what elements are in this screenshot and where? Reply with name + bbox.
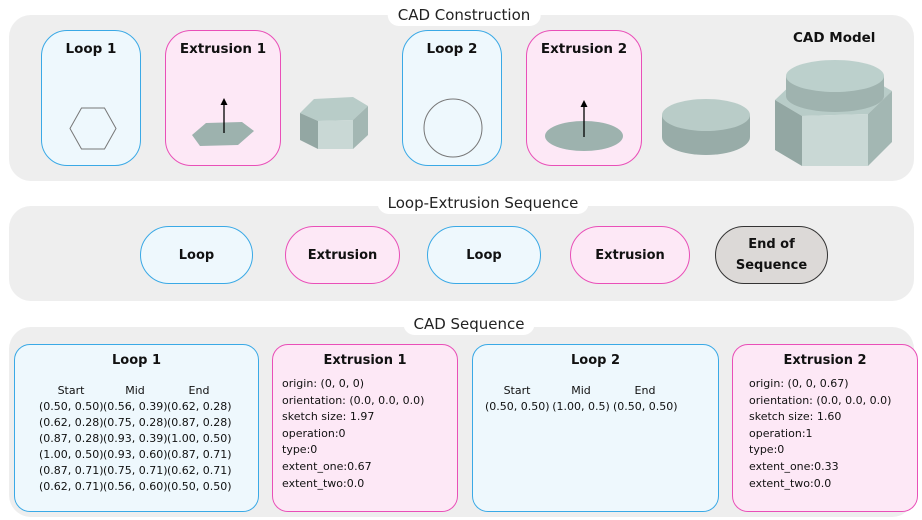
sequence-token-loop: Loop [427, 226, 541, 284]
param-operation: operation:1 [749, 426, 813, 440]
coord-mid: (0.56, 0.39) [103, 400, 168, 413]
hexagon-outline-icon [69, 107, 117, 150]
extrusion1-sequence-title: Extrusion 1 [323, 353, 407, 368]
mid-header: Mid [571, 384, 591, 397]
param-origin: origin: (0, 0, 0.67) [749, 377, 849, 390]
extrusion2-params: origin: (0, 0, 0.67) orientation: (0.0, … [749, 376, 891, 492]
coordinate-header-row: Start Mid End [485, 383, 677, 399]
token-label: Extrusion [307, 247, 378, 263]
cad-sequence-title: CAD Sequence [403, 313, 535, 335]
loop1-sequence-box: Loop 1 Start Mid End (0.50, 0.50) (0.56,… [14, 344, 259, 512]
param-type: type:0 [749, 443, 785, 457]
param-extent-one: extent_one:0.33 [749, 459, 839, 473]
param-origin: origin: (0, 0, 0) [282, 377, 365, 390]
coord-start: (0.50, 0.50) [39, 400, 104, 413]
cad-construction-title: CAD Construction [387, 4, 541, 26]
extrusion2-sequence-title: Extrusion 2 [783, 353, 867, 368]
param-sketch-size: sketch size: 1.97 [282, 410, 375, 424]
coordinate-header-row: Start Mid End [39, 383, 231, 399]
coord-start: (0.87, 0.71) [39, 464, 104, 477]
coord-start: (0.62, 0.28) [39, 416, 104, 429]
param-extent-two: extent_two:0.0 [282, 476, 365, 490]
param-orientation: orientation: (0.0, 0.0, 0.0) [749, 393, 892, 407]
mid-header: Mid [125, 384, 145, 397]
coord-end: (0.87, 0.28) [167, 416, 232, 429]
coord-end: (1.00, 0.50) [167, 432, 232, 445]
coord-end: (0.62, 0.71) [167, 464, 232, 477]
extrusion2-title: Extrusion 2 [540, 41, 628, 57]
coord-mid: (0.75, 0.28) [103, 416, 168, 429]
token-label: Extrusion [595, 247, 665, 263]
extrusion1-params: origin: (0, 0, 0) orientation: (0.0, 0.0… [282, 376, 424, 492]
token-label: Loop [466, 247, 502, 263]
loop1-sequence-title: Loop 1 [111, 353, 162, 368]
coord-end: (0.50, 0.50) [613, 400, 678, 413]
extrusion1-sequence-box: Extrusion 1 origin: (0, 0, 0) orientatio… [272, 344, 458, 512]
extrusion-arrow-icon [545, 100, 623, 151]
cylinder-icon [662, 99, 750, 155]
extrusion1-title: Extrusion 1 [179, 41, 267, 57]
start-header: Start [503, 384, 531, 397]
loop2-title: Loop 2 [426, 41, 478, 57]
param-orientation: orientation: (0.0, 0.0, 0.0) [282, 393, 425, 407]
coordinate-row: (0.62, 0.28) (0.75, 0.28) (0.87, 0.28) [39, 415, 232, 431]
param-operation: operation:0 [282, 426, 346, 440]
end-header: End [634, 384, 656, 397]
coordinate-row: (0.50, 0.50) (0.56, 0.39) (0.62, 0.28) [39, 399, 232, 415]
loop2-sequence-title: Loop 2 [570, 353, 621, 368]
sequence-token-extrusion: Extrusion [570, 226, 690, 284]
coord-end: (0.50, 0.50) [167, 480, 232, 493]
circle-outline-icon [423, 98, 483, 158]
param-type: type:0 [282, 443, 318, 457]
coordinate-row: (0.87, 0.28) (0.93, 0.39) (1.00, 0.50) [39, 431, 232, 447]
sequence-token-end: End of Sequence [715, 226, 828, 284]
coord-start: (0.62, 0.71) [39, 480, 104, 493]
coord-mid: (0.93, 0.60) [103, 448, 168, 461]
end-header: End [188, 384, 210, 397]
coord-start: (1.00, 0.50) [39, 448, 104, 461]
extrusion1-card: Extrusion 1 [165, 30, 281, 166]
loop2-sequence-box: Loop 2 Start Mid End (0.50, 0.50) (1.00,… [472, 344, 719, 512]
loop1-title: Loop 1 [65, 41, 117, 57]
coord-mid: (0.56, 0.60) [103, 480, 168, 493]
sequence-token-extrusion: Extrusion [285, 226, 400, 284]
coord-end: (0.62, 0.28) [167, 400, 232, 413]
coord-mid: (0.75, 0.71) [103, 464, 168, 477]
param-extent-one: extent_one:0.67 [282, 459, 372, 473]
token-label: Loop [178, 247, 215, 263]
loop1-coordinate-table: Start Mid End (0.50, 0.50) (0.56, 0.39) … [39, 383, 232, 495]
cad-model-icon [775, 60, 892, 166]
start-header: Start [57, 384, 85, 397]
loop-extrusion-title: Loop-Extrusion Sequence [377, 192, 589, 214]
token-label: End of Sequence [735, 237, 808, 273]
coordinate-row: (0.50, 0.50) (1.00, 0.5) (0.50, 0.50) [485, 399, 678, 415]
param-sketch-size: sketch size: 1.60 [749, 410, 842, 424]
coord-start: (0.50, 0.50) [485, 400, 550, 413]
extrusion2-sequence-box: Extrusion 2 origin: (0, 0, 0.67) orienta… [732, 344, 918, 512]
coord-mid: (1.00, 0.5) [552, 400, 610, 413]
loop2-coordinate-table: Start Mid End (0.50, 0.50) (1.00, 0.5) (… [485, 383, 678, 415]
coordinate-row: (0.62, 0.71) (0.56, 0.60) (0.50, 0.50) [39, 479, 232, 495]
loop1-card: Loop 1 [41, 30, 141, 166]
param-extent-two: extent_two:0.0 [749, 476, 832, 490]
coordinate-row: (1.00, 0.50) (0.93, 0.60) (0.87, 0.71) [39, 447, 232, 463]
coord-end: (0.87, 0.71) [167, 448, 232, 461]
hexagonal-prism-icon [300, 97, 368, 149]
extrusion-arrow-icon [192, 98, 254, 146]
cad-model-label: CAD Model [793, 30, 876, 46]
coordinate-row: (0.87, 0.71) (0.75, 0.71) (0.62, 0.71) [39, 463, 232, 479]
loop2-card: Loop 2 [402, 30, 502, 166]
coord-mid: (0.93, 0.39) [103, 432, 168, 445]
coord-start: (0.87, 0.28) [39, 432, 104, 445]
sequence-token-loop: Loop [140, 226, 253, 284]
extrusion2-card: Extrusion 2 [526, 30, 642, 166]
